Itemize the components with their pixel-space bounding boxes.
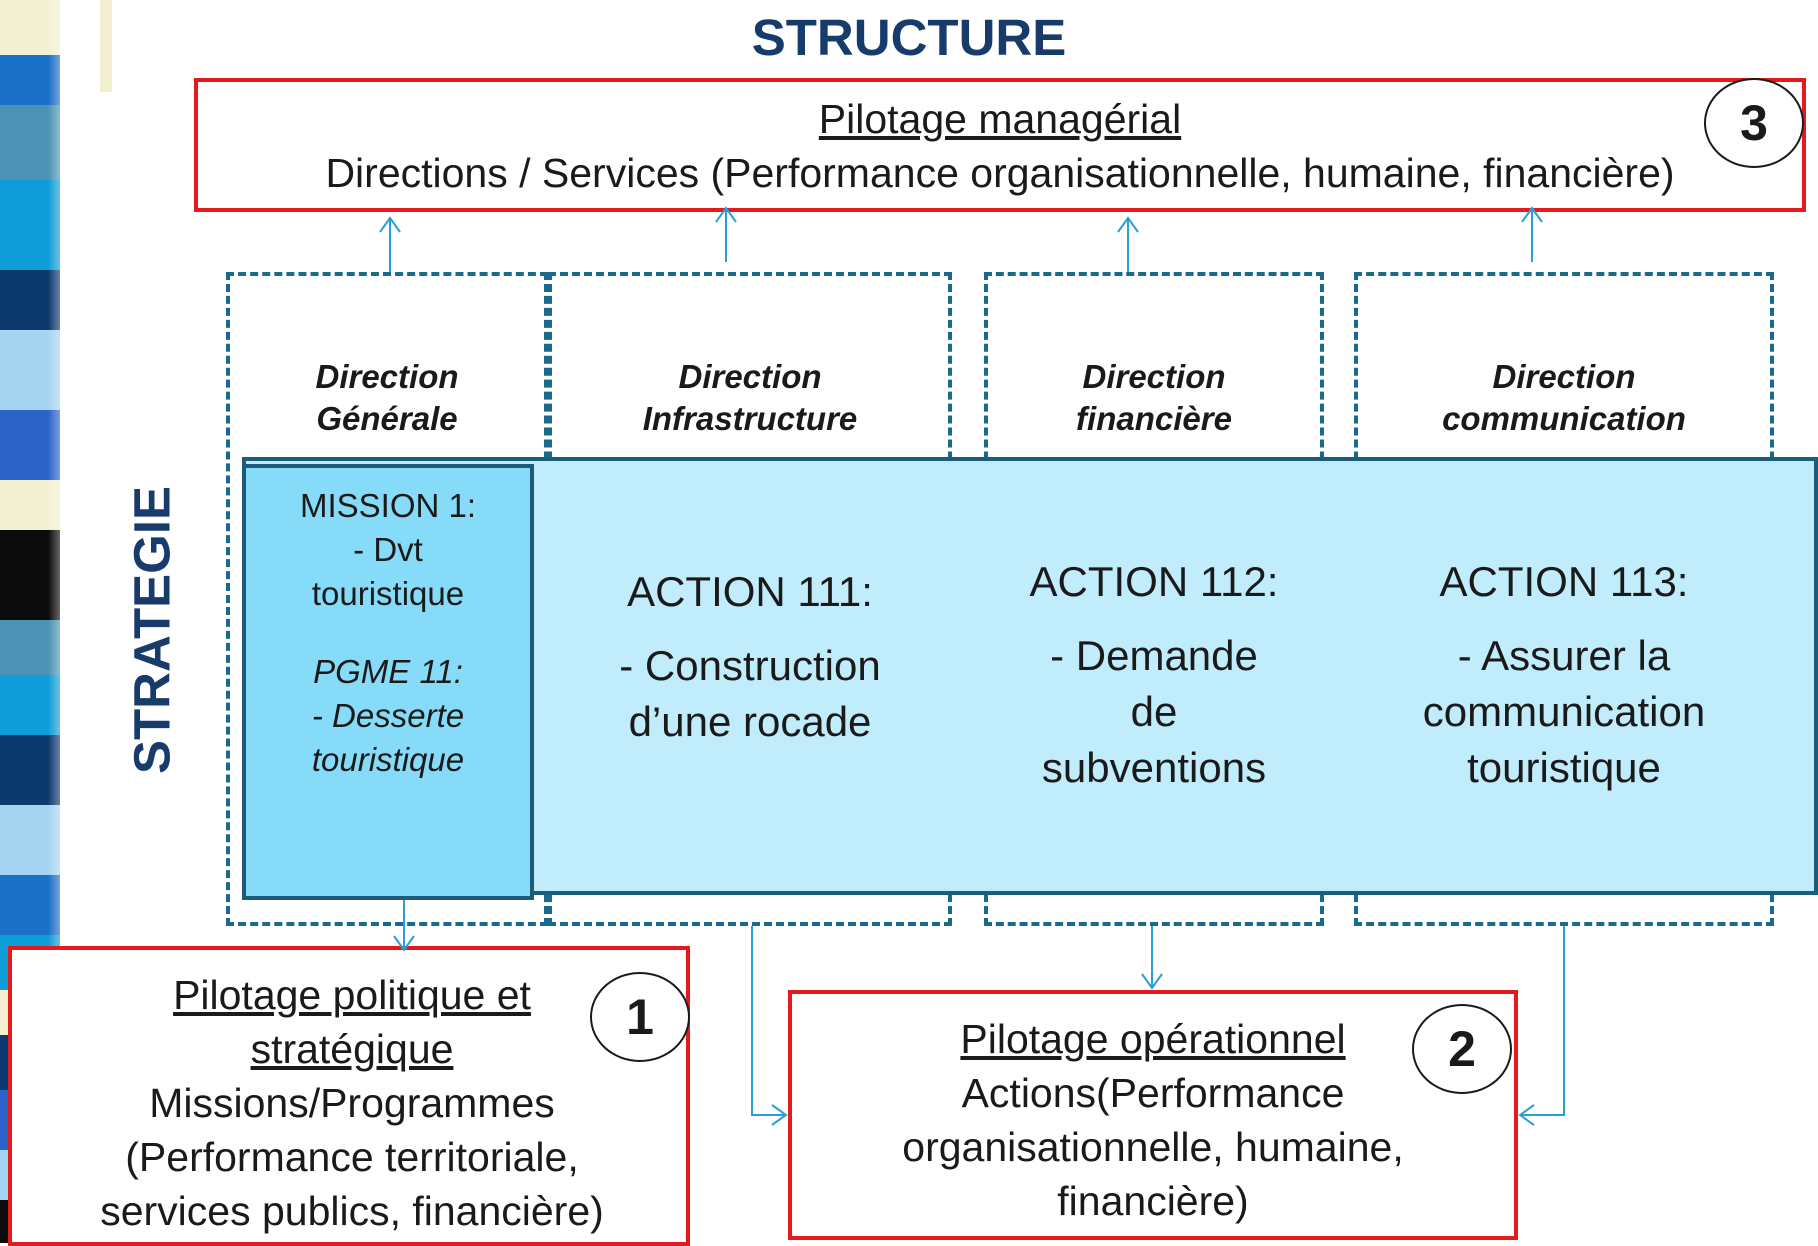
number-badge-3: 3 bbox=[1704, 78, 1804, 168]
operational-steering-box: Pilotage opérationnel Actions(Performanc… bbox=[788, 990, 1518, 1240]
arrow-infrastructure-to-operational bbox=[751, 926, 786, 1116]
action-113: ACTION 113: - Assurer la communication t… bbox=[1422, 558, 1706, 791]
decorative-stripes bbox=[0, 0, 60, 1243]
action-112: ACTION 112: - Demande de subventions bbox=[1029, 558, 1279, 791]
number-badge-1: 1 bbox=[590, 972, 690, 1062]
decorative-corner bbox=[100, 0, 112, 92]
arrow-communication-to-operational bbox=[1520, 926, 1565, 1116]
managerial-text: Directions / Services (Performance organ… bbox=[325, 150, 1675, 196]
managerial-steering-box: Pilotage managérial Directions / Service… bbox=[194, 78, 1806, 212]
mission-text: MISSION 1: - Dvt touristique bbox=[299, 487, 477, 612]
action-111: ACTION 111: - Construction d’une rocade bbox=[619, 568, 881, 745]
political-steering-box: Pilotage politique et stratégique Missio… bbox=[8, 946, 690, 1246]
mission-box bbox=[242, 464, 534, 900]
diagram-title: STRUCTURE bbox=[751, 9, 1067, 66]
managerial-title: Pilotage managérial bbox=[818, 96, 1182, 142]
programme-text: PGME 11: - Desserte touristique bbox=[311, 653, 465, 778]
number-badge-2: 2 bbox=[1412, 1004, 1512, 1094]
